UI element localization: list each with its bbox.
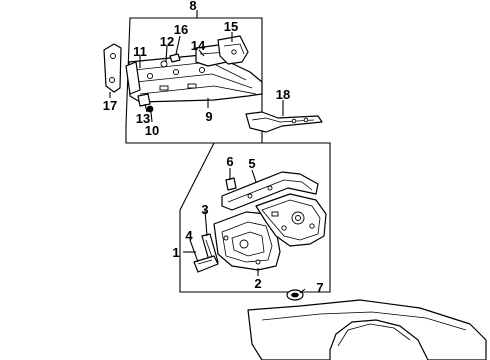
part-2-wheelhouse	[213, 211, 281, 271]
callout-6: 6	[226, 154, 233, 169]
callout-4: 4	[185, 228, 193, 243]
callout-2: 2	[254, 276, 261, 291]
part-13-plate	[137, 93, 151, 107]
callout-18: 18	[276, 87, 290, 102]
callout-11: 11	[133, 44, 147, 59]
callout-labels: 8 16 15 12 14 11 17 18 13 9 10 6 5 3 4 1…	[103, 0, 324, 295]
part-5-apron-rail	[221, 171, 319, 211]
callout-9: 9	[205, 109, 212, 124]
callout-17: 17	[103, 98, 117, 113]
leader-lines	[139, 32, 306, 294]
part-7-grommet	[286, 289, 304, 301]
part-10-nut	[146, 105, 154, 113]
callout-3: 3	[201, 202, 208, 217]
callout-10: 10	[145, 123, 159, 138]
part-4-plate	[193, 255, 219, 273]
part-6-bracket	[225, 177, 237, 191]
upper-group-box	[125, 10, 263, 144]
callout-14: 14	[191, 38, 206, 53]
part-18-reinforcement	[245, 111, 323, 133]
part-16-clip	[169, 53, 181, 63]
apron-panel-right	[255, 193, 327, 247]
fender-panel	[247, 299, 487, 360]
callout-7: 7	[316, 280, 323, 295]
part-15-rail-bracket	[217, 35, 249, 65]
callout-15: 15	[224, 19, 238, 34]
callout-8: 8	[189, 0, 196, 13]
callout-16: 16	[174, 22, 188, 37]
callout-5: 5	[248, 156, 255, 171]
callout-1: 1	[172, 245, 179, 260]
callout-12: 12	[160, 34, 174, 49]
part-17-bracket	[103, 43, 122, 98]
callout-13: 13	[136, 111, 150, 126]
lower-group-box	[179, 142, 331, 293]
part-12-bolt	[160, 60, 168, 68]
